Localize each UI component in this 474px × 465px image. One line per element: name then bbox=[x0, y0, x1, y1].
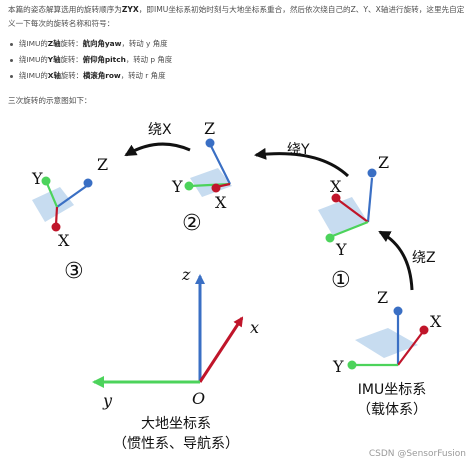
imu-frame-caption: IMU坐标系 （载体系） bbox=[357, 382, 427, 418]
step3-label: ③ bbox=[64, 259, 84, 284]
intro-paragraph: 本篇的姿态解算选用的旋转顺序为ZYX，即IMU坐标系初始时刻与大地坐标系重合，然… bbox=[8, 3, 470, 30]
rot-y-label: 绕Y bbox=[287, 142, 310, 158]
world-x-label: x bbox=[250, 318, 259, 337]
step2-label: ② bbox=[182, 211, 202, 236]
origin-label: O bbox=[192, 389, 205, 408]
list-item: 绕IMU的X轴旋转：横滚角row，转动 r 角度 bbox=[10, 71, 165, 81]
world-z-label: z bbox=[181, 265, 191, 284]
imu-x: X bbox=[430, 312, 442, 331]
f1-y: Y bbox=[335, 240, 347, 259]
rotate-z-arrow bbox=[378, 230, 414, 291]
frame-step2 bbox=[184, 138, 232, 197]
rot-z-label: 绕Z bbox=[412, 250, 436, 266]
watermark: CSDN @SensorFusion bbox=[368, 449, 466, 459]
f3-x: X bbox=[58, 231, 70, 250]
list-item: 绕IMU的Y轴旋转：俯仰角pitch，转动 p 角度 bbox=[10, 55, 172, 65]
intro-line2: 义一下每次的旋转名称和符号： bbox=[8, 18, 115, 28]
bullet-dot bbox=[10, 58, 13, 62]
intro-text-rest: ，即IMU坐标系初始时刻与大地坐标系重合，然后依次绕自己的Z、Y、X轴进行旋转，… bbox=[138, 5, 465, 14]
bullet-dot bbox=[10, 42, 13, 46]
f2-y: Y bbox=[171, 177, 183, 196]
world-frame-caption: 大地坐标系 （惯性系、导航系） bbox=[113, 416, 239, 452]
f1-z: Z bbox=[378, 153, 389, 172]
rot-x-label: 绕X bbox=[148, 122, 172, 138]
rotate-y-arrow bbox=[254, 147, 350, 178]
f1-x: X bbox=[330, 177, 342, 196]
intro-text: 本篇的姿态解算选用的旋转顺序为 bbox=[8, 5, 122, 14]
rotate-x-arrow bbox=[124, 142, 191, 157]
rotation-order: ZYX bbox=[121, 5, 139, 14]
f2-x: X bbox=[215, 193, 227, 212]
f3-z: Z bbox=[97, 155, 108, 174]
figure-intro: 三次旋转的示意图如下： bbox=[8, 96, 92, 105]
f3-y: Y bbox=[31, 169, 43, 188]
world-y-label: y bbox=[102, 391, 113, 410]
f2-z: Z bbox=[204, 119, 215, 138]
list-item: 绕IMU的Z轴旋转：航向角yaw，转动 y 角度 bbox=[10, 39, 168, 49]
frame-imu bbox=[347, 306, 429, 370]
imu-y: Y bbox=[332, 357, 344, 376]
frame-step3 bbox=[32, 176, 93, 232]
imu-z: Z bbox=[377, 288, 388, 307]
bullet-dot bbox=[10, 74, 13, 78]
step1-label: ① bbox=[331, 268, 351, 293]
frame-world bbox=[92, 274, 244, 388]
frame-step1 bbox=[318, 168, 377, 243]
